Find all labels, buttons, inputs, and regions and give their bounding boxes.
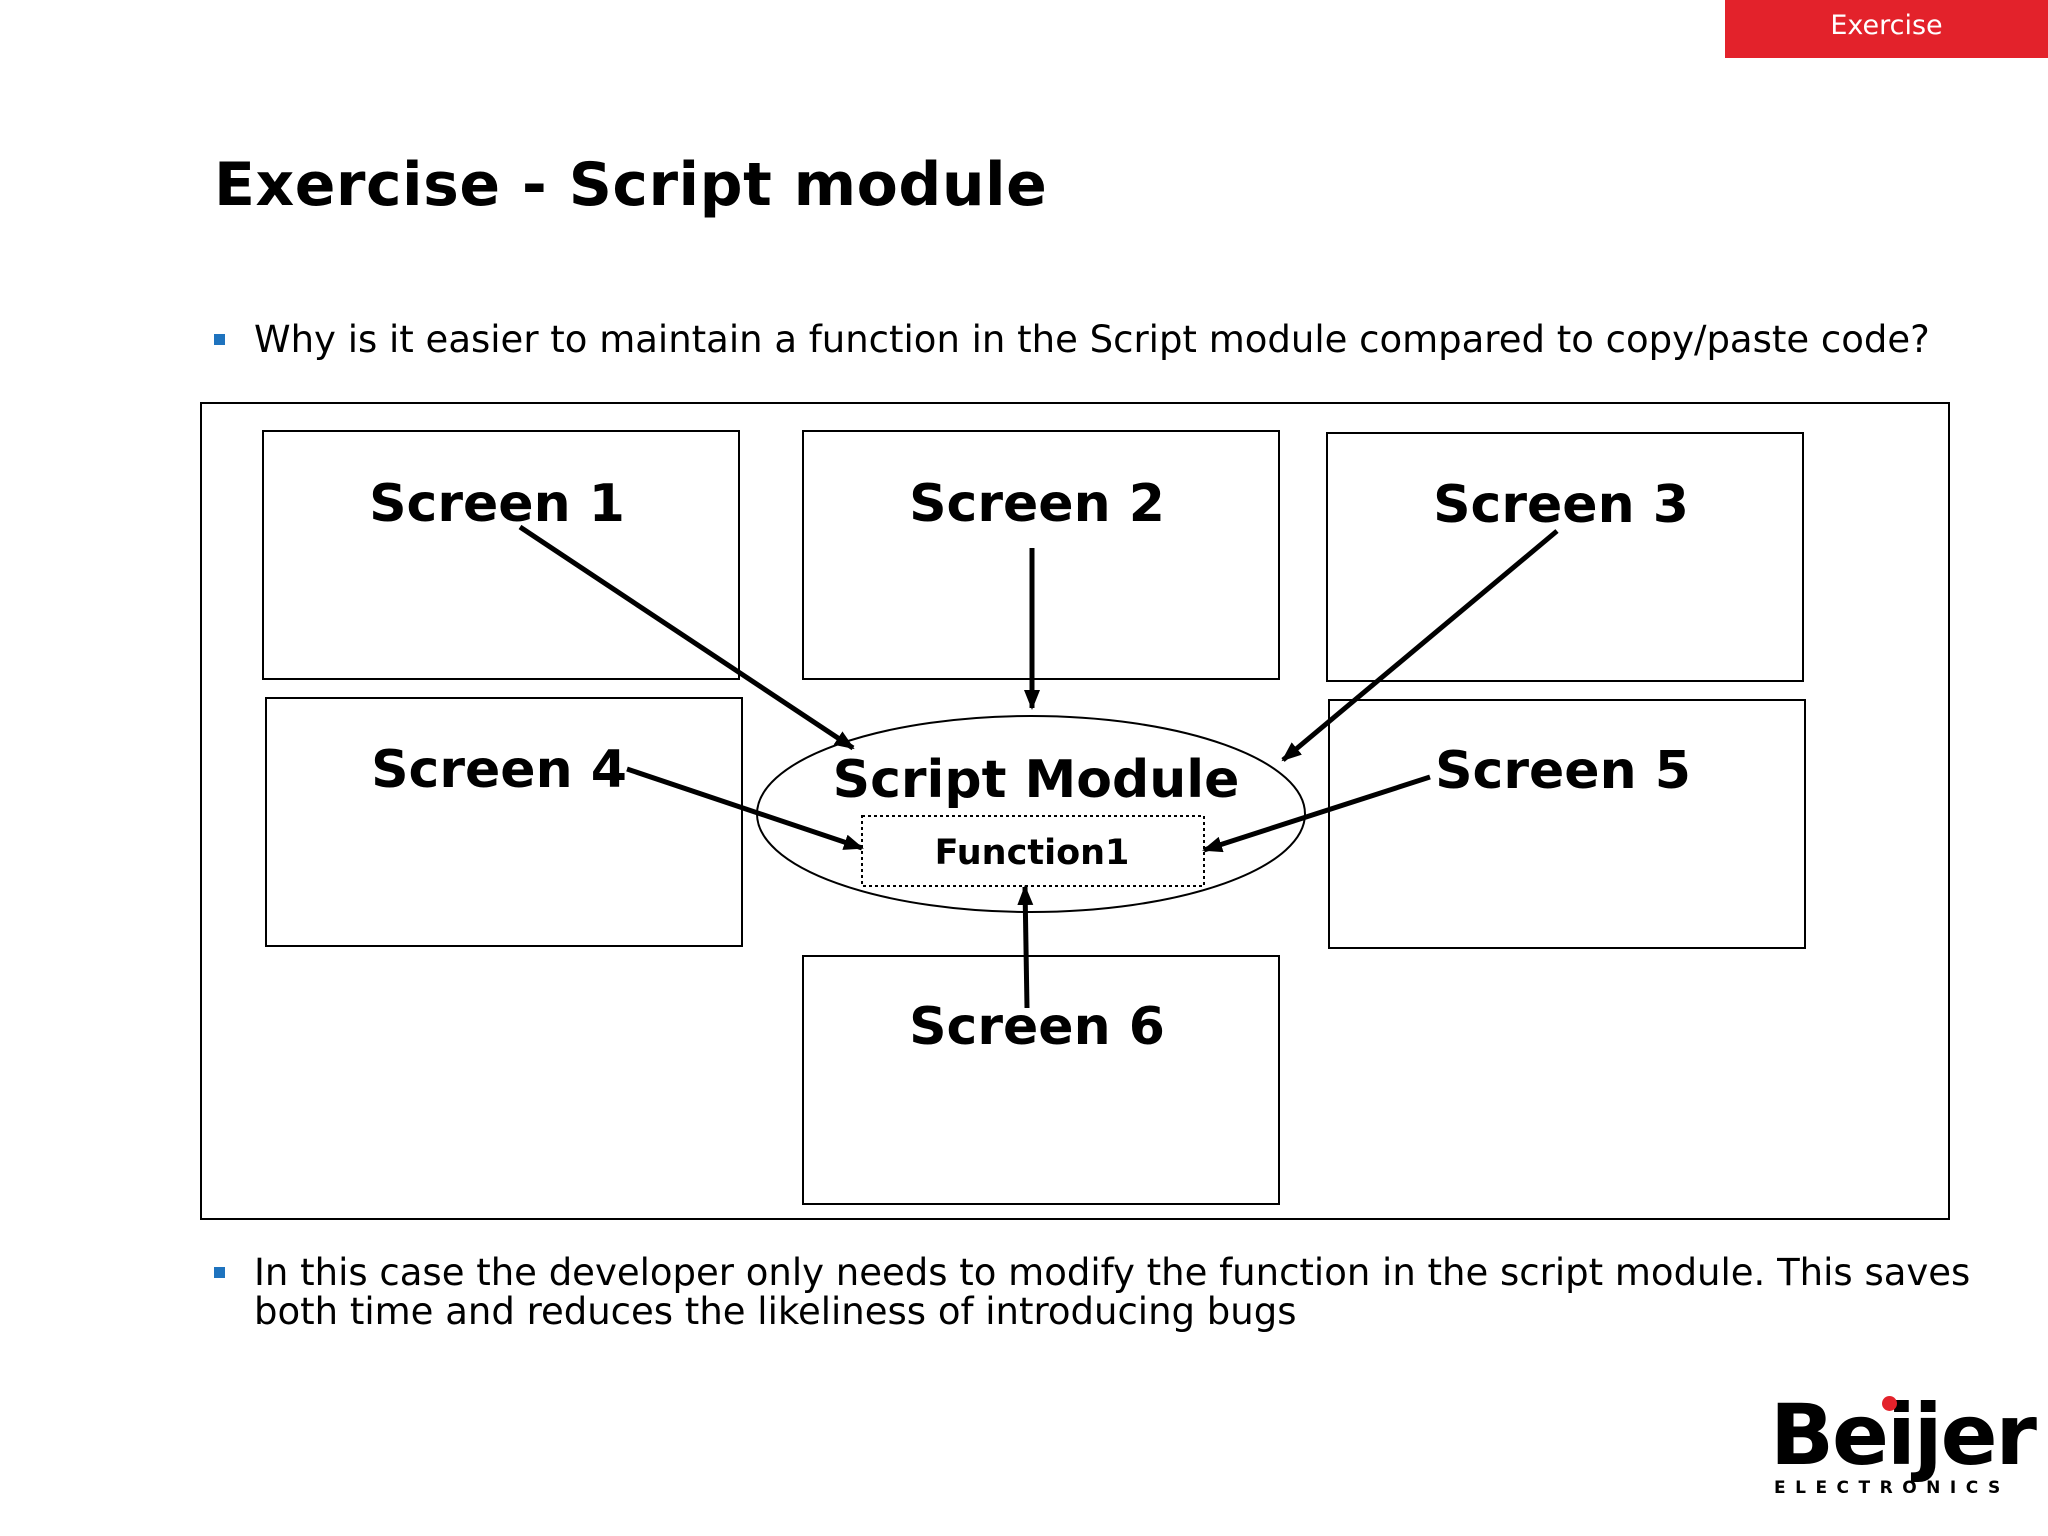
script-module-label: Script Module	[833, 750, 1240, 810]
screen-label-4: Screen 4	[371, 740, 627, 800]
bullet-square-icon	[214, 1267, 225, 1278]
arrow-screen6-to-function	[1017, 885, 1034, 1009]
screen-label-3: Screen 3	[1433, 475, 1689, 535]
bullet-answer-text: In this case the developer only needs to…	[254, 1251, 1971, 1333]
screen-box-3: Screen 3	[1326, 432, 1804, 682]
arrow-screen4-to-function	[626, 766, 864, 851]
page-title: Exercise - Script module	[214, 150, 1048, 220]
screen-box-5: Screen 5	[1328, 699, 1806, 949]
arrow-screen1-to-module	[518, 524, 855, 751]
screen-box-2: Screen 2	[802, 430, 1280, 680]
arrow-screen3-to-module	[1281, 529, 1559, 762]
beijer-logo: Beijer ELECTRONICS	[1770, 1390, 2037, 1500]
logo-wordmark: Beijer	[1770, 1386, 2037, 1484]
logo-red-dot-icon	[1882, 1396, 1897, 1411]
arrow-screen5-to-function	[1202, 774, 1431, 853]
diagram-frame	[200, 402, 1950, 1220]
screen-box-6: Screen 6	[802, 955, 1280, 1205]
screen-label-6: Screen 6	[909, 997, 1165, 1057]
screen-label-2: Screen 2	[909, 474, 1165, 534]
bullet-question: Why is it easier to maintain a function …	[214, 320, 1974, 359]
function-box: Function1	[861, 815, 1205, 887]
bullet-square-icon	[214, 334, 225, 345]
screen-label-5: Screen 5	[1435, 741, 1691, 801]
screen-box-1: Screen 1	[262, 430, 740, 680]
bullet-question-text: Why is it easier to maintain a function …	[254, 318, 1930, 361]
screen-box-4: Screen 4	[265, 697, 743, 947]
bullet-answer: In this case the developer only needs to…	[214, 1253, 1974, 1331]
screen-label-1: Screen 1	[369, 474, 625, 534]
function-label: Function1	[935, 833, 1130, 873]
logo-subtitle: ELECTRONICS	[1774, 1478, 2010, 1498]
exercise-tag: Exercise	[1725, 0, 2048, 58]
